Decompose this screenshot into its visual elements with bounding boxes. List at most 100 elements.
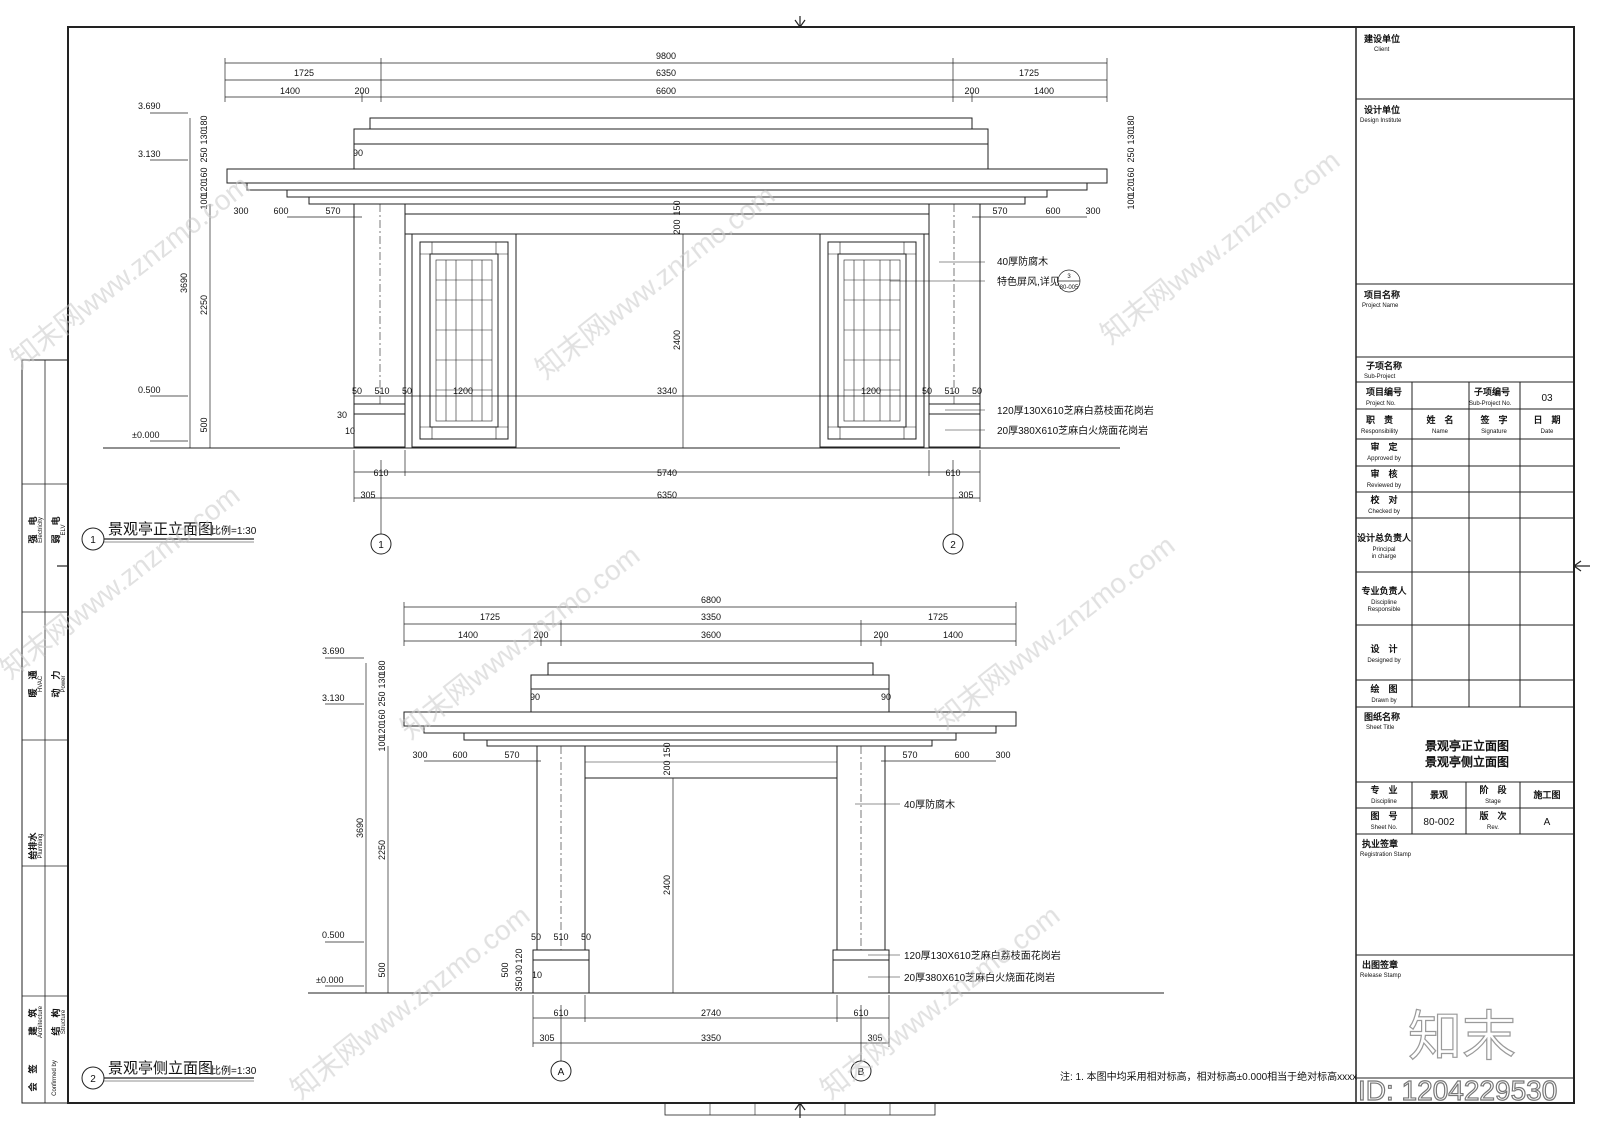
svg-text:180: 180 — [377, 660, 387, 675]
svg-text:in charge: in charge — [1372, 554, 1397, 560]
svg-text:610: 610 — [373, 468, 388, 478]
svg-text:200: 200 — [672, 219, 682, 234]
svg-text:600: 600 — [1045, 206, 1060, 216]
svg-text:570: 570 — [992, 206, 1007, 216]
svg-text:30: 30 — [337, 410, 347, 420]
svg-text:Project Name: Project Name — [1362, 303, 1399, 309]
svg-text:130: 130 — [1126, 129, 1136, 144]
svg-text:200: 200 — [873, 630, 888, 640]
svg-text:2400: 2400 — [662, 875, 672, 895]
svg-text:Approved by: Approved by — [1367, 456, 1401, 462]
stage-value: 施工图 — [1533, 789, 1560, 800]
svg-text:50: 50 — [581, 932, 591, 942]
svg-text:1725: 1725 — [1019, 68, 1039, 78]
front-detail-num: 3 — [1067, 274, 1071, 280]
svg-text:160: 160 — [377, 709, 387, 724]
svg-text:Plumbing: Plumbing — [38, 833, 44, 858]
svg-text:10: 10 — [345, 426, 355, 436]
svg-text:1200: 1200 — [861, 386, 881, 396]
strip-electricity: 强 电 — [27, 516, 38, 543]
svg-text:305: 305 — [867, 1033, 882, 1043]
svg-text:Release Stamp: Release Stamp — [1360, 973, 1402, 979]
side-level-0000: ±0.000 — [316, 975, 343, 985]
rev-value: A — [1544, 817, 1551, 828]
svg-text:2740: 2740 — [701, 1008, 721, 1018]
svg-text:Power: Power — [61, 675, 67, 692]
reg-stamp-label: 执业签章 — [1362, 838, 1398, 849]
svg-text:250: 250 — [1126, 147, 1136, 162]
sheet-title-line2: 景观亭侧立面图 — [1425, 754, 1509, 769]
svg-text:3340: 3340 — [657, 386, 677, 396]
svg-text:Confirmed by: Confirmed by — [52, 1060, 58, 1096]
svg-text:Project No.: Project No. — [1366, 401, 1396, 407]
svg-text:120: 120 — [377, 723, 387, 738]
svg-text:3690: 3690 — [355, 818, 365, 838]
svg-text:签 字: 签 字 — [1479, 414, 1507, 425]
svg-text:500: 500 — [199, 417, 209, 432]
front-note-granite1: 120厚130X610芝麻白荔枝面花岗岩 — [997, 404, 1154, 417]
side-elevation — [308, 602, 1164, 1082]
svg-text:5740: 5740 — [657, 468, 677, 478]
svg-text:Rev.: Rev. — [1487, 825, 1499, 831]
svg-text:160: 160 — [199, 167, 209, 182]
discipline-value: 景观 — [1430, 790, 1448, 800]
svg-text:160: 160 — [1126, 167, 1136, 182]
svg-text:305: 305 — [360, 490, 375, 500]
svg-text:3350: 3350 — [701, 1033, 721, 1043]
side-title-num: 2 — [90, 1074, 96, 1085]
svg-text:Responsibility: Responsibility — [1361, 429, 1398, 435]
svg-text:300: 300 — [1085, 206, 1100, 216]
svg-text:动 力: 动 力 — [50, 670, 61, 697]
role-discipline: 专业负责人 — [1361, 585, 1407, 596]
svg-text:6350: 6350 — [657, 490, 677, 500]
role-approved: 审 定 — [1370, 441, 1398, 452]
svg-text:610: 610 — [853, 1008, 868, 1018]
svg-text:Structure: Structure — [61, 1009, 67, 1034]
svg-text:610: 610 — [945, 468, 960, 478]
svg-text:结 构: 结 构 — [50, 1008, 61, 1035]
svg-text:200: 200 — [354, 86, 369, 96]
svg-text:HVAC: HVAC — [38, 675, 44, 692]
svg-text:120: 120 — [514, 948, 524, 963]
svg-text:Designed by: Designed by — [1367, 658, 1400, 664]
svg-text:50: 50 — [972, 386, 982, 396]
role-designed: 设 计 — [1370, 643, 1397, 654]
svg-text:250: 250 — [199, 147, 209, 162]
side-level-0500: 0.500 — [322, 930, 345, 940]
svg-text:日 期: 日 期 — [1533, 414, 1560, 425]
side-note-granite1: 120厚130X610芝麻白荔枝面花岗岩 — [904, 949, 1061, 962]
subproject-label: 子项名称 — [1366, 360, 1402, 371]
svg-text:Client: Client — [1374, 47, 1390, 53]
svg-text:1725: 1725 — [480, 612, 500, 622]
svg-text:300: 300 — [233, 206, 248, 216]
svg-text:Sheet No.: Sheet No. — [1371, 825, 1398, 831]
svg-text:2250: 2250 — [199, 295, 209, 315]
svg-text:50: 50 — [922, 386, 932, 396]
front-elevation-labels: 9800 1725 6350 1725 1400 200 6600 200 14… — [132, 51, 1154, 551]
svg-text:130: 130 — [377, 673, 387, 688]
svg-text:610: 610 — [553, 1008, 568, 1018]
front-axis-1: 1 — [378, 540, 384, 551]
front-note-screen: 特色屏风,详见 — [997, 275, 1060, 288]
svg-text:Stage: Stage — [1485, 799, 1501, 805]
svg-text:1400: 1400 — [280, 86, 300, 96]
svg-text:200: 200 — [533, 630, 548, 640]
role-drawn: 绘 图 — [1370, 683, 1397, 694]
svg-text:510: 510 — [553, 932, 568, 942]
svg-text:100: 100 — [1126, 194, 1136, 209]
svg-text:3350: 3350 — [701, 612, 721, 622]
svg-text:2250: 2250 — [377, 840, 387, 860]
svg-text:350: 350 — [514, 976, 524, 991]
svg-text:1400: 1400 — [458, 630, 478, 640]
sheet-title-line1: 景观亭正立面图 — [1425, 738, 1509, 753]
svg-text:Discipline: Discipline — [1371, 600, 1397, 606]
svg-text:6350: 6350 — [656, 68, 676, 78]
svg-text:120: 120 — [1126, 181, 1136, 196]
svg-text:Sheet Title: Sheet Title — [1366, 725, 1395, 731]
svg-text:600: 600 — [954, 750, 969, 760]
svg-text:180: 180 — [199, 115, 209, 130]
strip-confirmed: 会 签 — [27, 1064, 38, 1092]
svg-text:100: 100 — [377, 736, 387, 751]
svg-text:2400: 2400 — [672, 330, 682, 350]
